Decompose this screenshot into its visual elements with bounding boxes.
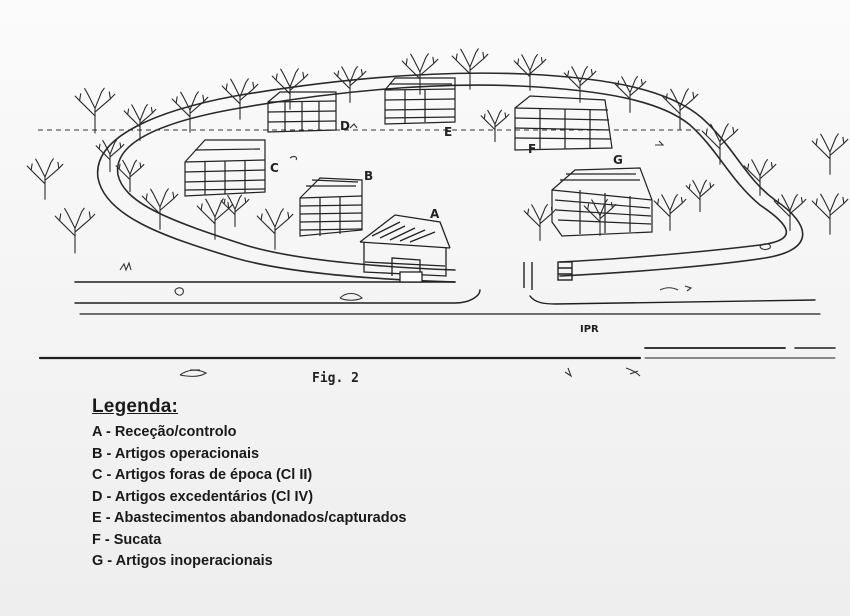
tree [401,53,439,95]
building-A [359,214,451,283]
tree [480,109,510,143]
building-D [267,91,337,133]
tree [95,139,125,173]
trees [26,48,849,254]
tree [26,158,64,200]
label-building-B: B [364,169,373,183]
road-label: IPR [580,324,599,335]
label-building-E: E [444,125,452,139]
tree [271,68,309,110]
tree [563,65,597,103]
tree [523,203,557,241]
legend-item-C: C - Artigos foras de época (Cl II) [92,467,313,483]
label-building-G: G [613,153,623,167]
tree [583,198,617,236]
main-road [38,281,836,360]
building-F [514,95,613,151]
legend-list: A - Receção/controlo B - Artigos operaci… [92,422,407,573]
tree [221,78,259,120]
tree [653,193,687,231]
tree [74,87,116,134]
label-building-D: D [340,119,350,133]
label-building-F: F [528,142,536,156]
tree [256,208,294,250]
legend-item-B: B - Artigos operacionais [92,445,260,462]
tree [513,53,547,91]
figure-caption: Fig. 2 [312,371,359,386]
perimeter-track [97,72,804,283]
tree [333,65,367,103]
legend-item-F: F - Sucata [92,531,162,548]
ground-marks [119,123,771,378]
legend-item-E: E - Abastecimentos abandonados/capturado… [92,510,407,526]
tree [773,193,807,231]
depot-sketch: A B C D E F G IPR Fig. 2 [26,48,849,386]
tree [123,103,157,141]
legend-title: Legenda: [92,396,179,417]
entrance-gate [523,261,573,290]
label-building-C: C [270,161,279,175]
tree [196,198,234,240]
legend-item-A: A - Receção/controlo [92,424,237,440]
building-G [551,167,653,237]
tree [115,159,145,193]
building-B [299,177,363,237]
tree [54,207,96,254]
legend-item-D: D - Artigos excedentários (Cl IV) [92,488,314,505]
tree [811,193,849,235]
legend-item-G: G - Artigos inoperacionais [92,553,273,569]
tree [451,48,489,90]
tree [811,133,849,175]
tree [220,194,250,228]
tree [661,88,699,130]
tree [171,91,209,133]
tree [743,158,777,196]
tree [685,179,715,213]
tree [141,188,179,230]
tree [701,123,739,165]
label-building-A: A [430,207,440,221]
tree [613,75,647,113]
legend: Legenda: A - Receção/controlo B - Artigo… [92,396,407,573]
building-C [184,139,266,197]
